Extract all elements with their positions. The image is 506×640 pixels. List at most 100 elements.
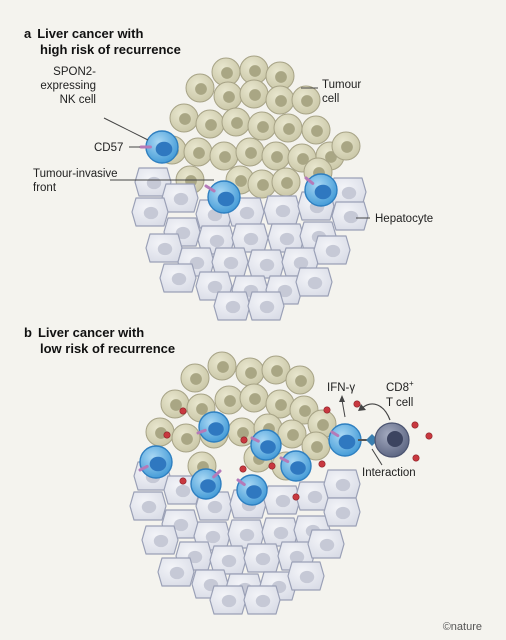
tumour-cell	[213, 81, 243, 111]
hepatocyte-cell	[323, 469, 361, 499]
hepatocyte-nucleus	[293, 256, 309, 270]
tumour-cell	[183, 137, 213, 167]
hepatocyte-nucleus	[259, 300, 275, 314]
tumour-cell	[265, 61, 295, 91]
tumour-cell	[171, 423, 201, 453]
front-label-line1: Tumour-invasive	[33, 168, 118, 180]
tumour-nucleus	[299, 405, 311, 417]
hepatocyte-cell	[247, 291, 285, 321]
hepatocyte-cell	[159, 263, 197, 293]
ifn-gamma-dot	[239, 465, 247, 473]
ifn-arrowhead	[358, 404, 366, 411]
nature-credit: ©nature	[443, 621, 482, 633]
tumour-nucleus	[170, 399, 182, 411]
hepatocyte-cell	[263, 485, 301, 515]
ifn-gamma-dot	[323, 406, 331, 414]
hepatocyte-cell	[243, 543, 281, 573]
tumour-nucleus	[245, 367, 257, 379]
hepatocyte-nucleus	[243, 232, 259, 246]
tumour-nucleus	[311, 125, 323, 137]
hepatocyte-nucleus	[223, 256, 239, 270]
hepatocyte-cell	[145, 233, 183, 263]
hepatocyte-cell	[247, 249, 285, 279]
nk-nucleus	[246, 485, 262, 499]
tumour-cell	[261, 141, 291, 171]
hepatocyte-nucleus	[157, 242, 173, 256]
hepatocyte-cell	[307, 529, 345, 559]
hepatocyte-nucleus	[207, 500, 223, 514]
ifn-gamma-dot	[179, 407, 187, 415]
panel-b-interaction	[339, 395, 410, 466]
hepatocyte-nucleus	[239, 206, 255, 220]
tumour-cell	[277, 419, 307, 449]
hepatocyte-cell	[197, 225, 235, 255]
hepatocyte-nucleus	[335, 478, 351, 492]
ifn-gamma-dot	[318, 460, 326, 468]
hepatocyte-cell	[231, 223, 269, 253]
tumour-nucleus	[223, 91, 235, 103]
hepatocyte-cell	[263, 195, 301, 225]
cd8-label-sup: +	[409, 379, 414, 388]
hepatocyte-nucleus	[187, 550, 203, 564]
hepatocyte-nucleus	[277, 284, 293, 298]
panel-a-hepatocytes	[131, 167, 369, 321]
cd57-receptor	[279, 456, 290, 464]
hepatocyte-cell	[161, 183, 199, 213]
tumour-cell	[239, 383, 269, 413]
hepatocyte-cell	[313, 235, 351, 265]
tumour-nucleus	[301, 95, 313, 107]
tumour-cell	[239, 55, 269, 85]
cd57-receptor	[236, 478, 246, 486]
tumour-cell	[285, 365, 315, 395]
hepatocyte-cell	[331, 201, 369, 231]
interaction-label: Interaction	[362, 467, 416, 479]
interaction-leader	[371, 448, 383, 466]
tumour-nucleus	[325, 151, 337, 163]
hepatocyte-nucleus	[289, 550, 305, 564]
ifn-gamma-dot	[292, 493, 300, 501]
panel-b-title-line1: Liver cancer with	[37, 325, 145, 340]
hepatocyte-nucleus	[319, 538, 335, 552]
panel-b-labels: IFN-γ CD8+ T cell Interaction	[327, 379, 416, 479]
panel-a-tumour-cells	[157, 55, 361, 199]
tumour-cell	[291, 85, 321, 115]
hepatocyte-nucleus	[207, 280, 223, 294]
tumour-nucleus	[283, 123, 295, 135]
ifn-gamma-dot	[179, 477, 187, 485]
nk-cell	[304, 173, 338, 207]
tumour-cell	[209, 141, 239, 171]
nk-cell	[139, 130, 179, 164]
tumour-nucleus	[231, 117, 243, 129]
tumour-nucleus	[217, 361, 229, 373]
hepatocyte-nucleus	[335, 506, 351, 520]
panel-a-labels: SPON2- expressing NK cell CD57 Tumour-in…	[33, 66, 433, 225]
hepatocyte-nucleus	[279, 232, 295, 246]
ifn-arrowhead-secondary	[339, 395, 345, 402]
tumour-label-line1: Tumour	[322, 79, 361, 91]
panel-a-nk-cells	[139, 130, 338, 214]
tumour-nucleus	[287, 429, 299, 441]
panel-a-letter: a	[24, 26, 32, 41]
panel-a-title-line2: high risk of recurrence	[40, 42, 181, 57]
panel-b-letter: b	[24, 325, 32, 340]
hepatocyte-nucleus	[259, 258, 275, 272]
hepatocyte-nucleus	[209, 234, 225, 248]
ifn-gamma-dot	[268, 462, 276, 470]
front-label-line2: front	[33, 182, 57, 194]
tumour-cell	[271, 167, 301, 197]
hepatocyte-nucleus	[325, 244, 341, 258]
tumour-nucleus	[179, 113, 191, 125]
ifn-release-arrow	[361, 403, 391, 421]
hepatocyte-cell	[213, 291, 251, 321]
hepatocyte-cell	[295, 267, 333, 297]
nk-cell	[204, 180, 241, 214]
tumour-nucleus	[195, 83, 207, 95]
tumour-nucleus	[271, 151, 283, 163]
hepatocyte-nucleus	[205, 530, 221, 544]
tumour-nucleus	[311, 441, 323, 453]
hepatocyte-nucleus	[146, 176, 162, 190]
hepatocyte-cell	[323, 497, 361, 527]
tumour-cell	[195, 109, 225, 139]
ifn-gamma-dot	[412, 454, 420, 462]
